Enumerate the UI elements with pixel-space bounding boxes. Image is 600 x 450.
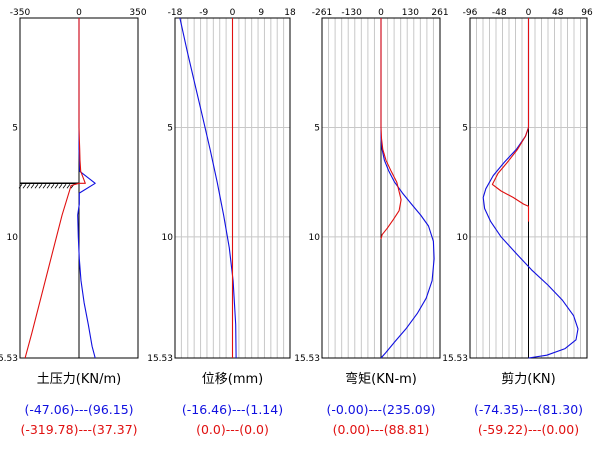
series-line-min bbox=[491, 18, 530, 222]
series-line-max bbox=[179, 17, 237, 359]
x-tick-label: 18 bbox=[284, 8, 296, 18]
range-label-min: (-319.78)---(37.37) bbox=[20, 422, 137, 437]
x-tick-label: 0 bbox=[526, 8, 532, 18]
panel-2: -18 -9 0 9 18 5 10 15.53 位移(mm) (-16.46)---(1.14)… bbox=[147, 8, 296, 437]
x-tick-label: -9 bbox=[199, 8, 208, 18]
x-tick-label: -18 bbox=[168, 8, 183, 18]
panel-4: -96 -48 0 48 96 5 10 15.53 剪力(KN) (-74.35)---(81.… bbox=[442, 8, 593, 437]
excavation-hatch bbox=[34, 184, 39, 189]
excavation-hatch bbox=[38, 184, 43, 189]
y-tick-label: 10 bbox=[309, 233, 321, 243]
panel-title: 剪力(KN) bbox=[501, 371, 555, 387]
y-tick-label: 5 bbox=[462, 123, 468, 133]
x-tick-label: 0 bbox=[76, 8, 82, 18]
excavation-hatch bbox=[22, 184, 27, 189]
excavation-hatch bbox=[58, 184, 63, 189]
x-tick-label: -48 bbox=[492, 8, 507, 18]
excavation-hatch bbox=[66, 184, 71, 189]
y-tick-label: 5 bbox=[314, 123, 320, 133]
x-tick-label: 261 bbox=[431, 8, 448, 18]
excavation-hatch bbox=[62, 184, 67, 189]
range-label-min: (-59.22)---(0.00) bbox=[478, 422, 579, 437]
y-tick-label: 15.53 bbox=[442, 354, 468, 364]
x-tick-label: -350 bbox=[10, 8, 31, 18]
excavation-hatch bbox=[18, 184, 23, 189]
y-tick-label: 15.53 bbox=[294, 354, 320, 364]
excavation-hatch bbox=[46, 184, 51, 189]
x-tick-label: 350 bbox=[129, 8, 146, 18]
x-tick-label: 130 bbox=[402, 8, 419, 18]
y-tick-label: 10 bbox=[162, 233, 174, 243]
excavation-hatch bbox=[30, 184, 35, 189]
excavation-hatch bbox=[50, 184, 55, 189]
range-label-min: (0.0)---(0.0) bbox=[196, 422, 269, 437]
x-tick-label: 96 bbox=[581, 8, 593, 18]
x-tick-label: 48 bbox=[552, 8, 564, 18]
y-tick-label: 5 bbox=[167, 123, 173, 133]
panel-3: -261 -130 0 130 261 5 10 15.53 弯矩(KN-m) (-0.00)--… bbox=[294, 8, 448, 437]
x-tick-label: 0 bbox=[230, 8, 236, 18]
range-label-max: (-16.46)---(1.14) bbox=[182, 402, 283, 417]
series-line-min bbox=[24, 18, 86, 359]
range-label-max: (-74.35)---(81.30) bbox=[474, 402, 583, 417]
range-label-max: (-0.00)---(235.09) bbox=[326, 402, 435, 417]
x-tick-label: -96 bbox=[463, 8, 478, 18]
panel-title: 土压力(KN/m) bbox=[37, 372, 121, 387]
series-line-max bbox=[380, 18, 435, 359]
series-line-min bbox=[380, 18, 402, 240]
series-line-max bbox=[482, 18, 579, 359]
excavation-hatch bbox=[54, 184, 59, 189]
x-tick-label: -261 bbox=[312, 8, 332, 18]
panel-title: 弯矩(KN-m) bbox=[345, 371, 417, 387]
x-tick-label: -130 bbox=[341, 8, 362, 18]
series-line-max bbox=[77, 18, 96, 359]
x-tick-label: 9 bbox=[258, 8, 264, 18]
excavation-hatch bbox=[26, 184, 31, 189]
y-tick-label: 15.53 bbox=[0, 354, 18, 364]
y-tick-label: 15.53 bbox=[147, 354, 173, 364]
y-tick-label: 10 bbox=[457, 233, 469, 243]
x-tick-label: 0 bbox=[378, 8, 384, 18]
panel-1: -350 0 350 5 10 15.53 土压力(KN/m) (-47.06)---(96.… bbox=[0, 8, 147, 437]
excavation-hatch bbox=[42, 184, 47, 189]
y-tick-label: 10 bbox=[7, 233, 19, 243]
panel-title: 位移(mm) bbox=[202, 372, 263, 387]
range-label-min: (0.00)---(88.81) bbox=[333, 422, 430, 437]
range-label-max: (-47.06)---(96.15) bbox=[24, 402, 133, 417]
y-tick-label: 5 bbox=[12, 123, 18, 133]
